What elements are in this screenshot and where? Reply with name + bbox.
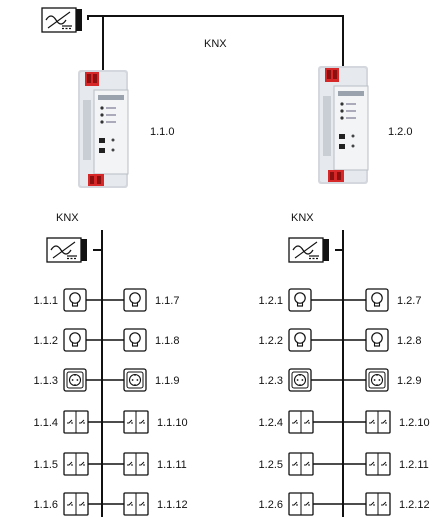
device-address-label: 1.1.8 [155, 335, 179, 347]
device-address-label: 1.2.1 [259, 295, 283, 307]
line2-coupler-address: 1.2.0 [388, 126, 412, 138]
device-address-label: 1.1.11 [157, 459, 187, 471]
switch-device-icon [123, 410, 149, 434]
line1-coupler-address: 1.1.0 [150, 126, 174, 138]
lamp-device-icon [123, 288, 147, 312]
device-address-label: 1.1.2 [34, 335, 58, 347]
device-address-label: 1.2.7 [397, 295, 421, 307]
socket-device-icon [63, 368, 87, 392]
switch-device-icon [63, 410, 89, 434]
lamp-device-icon [365, 328, 389, 352]
device-address-label: 1.2.10 [399, 417, 430, 429]
top-bus-line [87, 15, 344, 66]
lamp-device-icon [288, 288, 312, 312]
device-address-label: 1.2.3 [259, 375, 283, 387]
socket-device-icon [288, 368, 312, 392]
socket-device-icon [365, 368, 389, 392]
switch-device-icon [123, 492, 149, 516]
device-address-label: 1.1.7 [155, 295, 179, 307]
device-address-label: 1.2.12 [399, 499, 430, 511]
device-address-label: 1.1.9 [155, 375, 179, 387]
device-address-label: 1.1.5 [34, 459, 58, 471]
line2-power-supply-icon [288, 237, 330, 263]
device-address-label: 1.2.9 [397, 375, 421, 387]
power-supply-icon [41, 7, 83, 33]
switch-device-icon [365, 452, 391, 476]
device-address-label: 1.2.8 [397, 335, 421, 347]
switch-device-icon [288, 492, 314, 516]
lamp-device-icon [63, 328, 87, 352]
device-address-label: 1.2.4 [259, 417, 283, 429]
device-address-label: 1.2.5 [259, 459, 283, 471]
line1-bus-label: KNX [56, 212, 79, 224]
device-address-label: 1.1.4 [34, 417, 58, 429]
device-address-label: 1.1.3 [34, 375, 58, 387]
device-address-label: 1.1.10 [157, 417, 188, 429]
device-address-label: 1.1.12 [157, 499, 188, 511]
switch-device-icon [123, 452, 149, 476]
switch-device-icon [288, 410, 314, 434]
device-address-label: 1.2.11 [399, 459, 429, 471]
top-bus-label: KNX [204, 38, 227, 50]
socket-device-icon [123, 368, 147, 392]
device-address-label: 1.1.6 [34, 499, 58, 511]
switch-device-icon [365, 410, 391, 434]
lamp-device-icon [288, 328, 312, 352]
line2-bus-label: KNX [291, 212, 314, 224]
switch-device-icon [63, 452, 89, 476]
lamp-device-icon [63, 288, 87, 312]
line1-power-supply-icon [46, 237, 88, 263]
device-address-label: 1.1.1 [34, 295, 58, 307]
switch-device-icon [365, 492, 391, 516]
lamp-device-icon [123, 328, 147, 352]
line1-coupler-device [77, 69, 129, 189]
device-address-label: 1.2.2 [259, 335, 283, 347]
line2-coupler-device [317, 65, 369, 185]
switch-device-icon [63, 492, 89, 516]
switch-device-icon [288, 452, 314, 476]
lamp-device-icon [365, 288, 389, 312]
device-address-label: 1.2.6 [259, 499, 283, 511]
